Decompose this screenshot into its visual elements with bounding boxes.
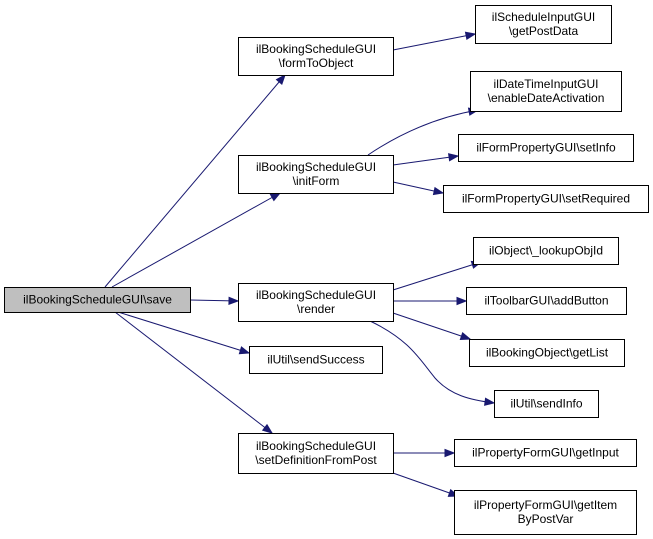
arrow-head <box>432 186 445 196</box>
node-box <box>238 155 394 194</box>
node-setRequired[interactable]: ilFormPropertyGUI\setRequired <box>443 185 649 213</box>
node-label: ilUtil\sendInfo <box>510 397 582 411</box>
arrow-head <box>269 192 282 202</box>
node-label: ilBookingScheduleGUI <box>256 288 376 302</box>
edge-line <box>392 261 482 291</box>
node-box <box>475 5 612 44</box>
node-label: \getPostData <box>509 24 579 38</box>
node-box <box>469 339 625 367</box>
node-getInput[interactable]: ilPropertyFormGUI\getInput <box>454 439 637 467</box>
node-sendInfo[interactable]: ilUtil\sendInfo <box>494 390 599 418</box>
node-box <box>4 287 191 313</box>
edge-layer <box>104 31 496 497</box>
node-label: ilBookingScheduleGUI <box>256 160 376 174</box>
node-label: ilFormPropertyGUI\setRequired <box>462 192 630 206</box>
node-box <box>466 287 627 315</box>
node-label: ilScheduleInputGUI <box>492 10 595 24</box>
edge-save-to-initForm <box>111 192 282 288</box>
node-box <box>238 433 394 474</box>
edge-save-to-setDefinitionFromPost <box>114 311 274 434</box>
node-label: \enableDateActivation <box>488 91 605 105</box>
node-initForm[interactable]: ilBookingScheduleGUI\initForm <box>238 155 394 194</box>
node-setInfo[interactable]: ilFormPropertyGUI\setInfo <box>458 134 634 162</box>
arrow-head <box>448 153 460 162</box>
node-label: ilUtil\sendSuccess <box>267 353 364 367</box>
node-label: ilBookingObject\getList <box>486 346 609 360</box>
arrow-head <box>459 331 472 340</box>
node-box <box>458 134 634 162</box>
node-label: ilBookingScheduleGUI\save <box>23 293 172 307</box>
arrow-head <box>484 397 496 406</box>
edge-line <box>392 472 459 497</box>
edge-line <box>369 320 495 404</box>
arrow-head <box>275 73 286 85</box>
node-box <box>454 490 637 535</box>
node-box <box>494 390 599 418</box>
node-addButton[interactable]: ilToolbarGUI\addButton <box>466 287 627 315</box>
edge-line <box>392 33 476 51</box>
node-box <box>238 283 394 322</box>
arrow-head <box>228 296 240 306</box>
node-setDefinitionFromPost[interactable]: ilBookingScheduleGUI\setDefinitionFromPo… <box>238 433 394 474</box>
edge-save-to-formToObject <box>104 73 286 288</box>
node-label: \render <box>297 302 335 316</box>
edge-line <box>104 74 286 288</box>
node-label: ilFormPropertyGUI\setInfo <box>476 141 616 155</box>
node-formToObject[interactable]: ilBookingScheduleGUI\formToObject <box>238 37 394 76</box>
arrow-head <box>456 296 468 306</box>
node-label: \setDefinitionFromPost <box>255 453 377 467</box>
node-box <box>470 71 622 112</box>
node-render[interactable]: ilBookingScheduleGUI\render <box>238 283 394 322</box>
node-label: ByPostVar <box>518 512 574 526</box>
edge-save-to-sendSuccess <box>117 311 251 355</box>
edge-line <box>392 312 471 340</box>
node-label: ilDateTimeInputGUI <box>494 77 599 91</box>
node-label: ilObject\_lookupObjId <box>489 244 603 258</box>
edge-setDefinitionFromPost-to-getItemByPostVar <box>392 472 460 497</box>
node-save[interactable]: ilBookingScheduleGUI\save <box>4 287 191 313</box>
edge-render-to-addButton <box>393 296 468 306</box>
arrow-head <box>261 423 274 434</box>
edge-initForm-to-setRequired <box>392 181 445 196</box>
edge-render-to-lookupObjId <box>392 260 483 291</box>
edge-line <box>367 109 479 156</box>
node-label: ilPropertyFormGUI\getInput <box>472 446 619 460</box>
node-box <box>454 439 637 467</box>
node-getList[interactable]: ilBookingObject\getList <box>469 339 625 367</box>
arrow-head <box>464 31 477 40</box>
node-label: ilBookingScheduleGUI <box>256 42 376 56</box>
node-lookupObjId[interactable]: ilObject\_lookupObjId <box>473 237 619 265</box>
edge-render-to-sendInfo <box>369 320 496 406</box>
node-label: ilBookingScheduleGUI <box>256 439 376 453</box>
edge-setDefinitionFromPost-to-getInput <box>393 448 456 458</box>
node-label: ilPropertyFormGUI\getItem <box>474 498 617 512</box>
edge-line <box>114 311 273 434</box>
node-label: ilToolbarGUI\addButton <box>484 294 608 308</box>
node-getPostData[interactable]: ilScheduleInputGUI\getPostData <box>475 5 612 44</box>
node-enableDateActivation[interactable]: ilDateTimeInputGUI\enableDateActivation <box>470 71 622 112</box>
node-box <box>249 346 383 374</box>
edge-line <box>392 155 459 166</box>
edge-initForm-to-setInfo <box>392 153 460 166</box>
node-box <box>473 237 619 265</box>
node-layer: ilBookingScheduleGUI\save ilBookingSchedu… <box>4 5 649 535</box>
node-box <box>238 37 394 76</box>
node-box <box>443 185 649 213</box>
node-label: \formToObject <box>279 56 354 70</box>
edge-line <box>111 192 281 288</box>
edge-render-to-getList <box>392 312 472 340</box>
node-label: \initForm <box>293 174 340 188</box>
edge-line <box>117 311 250 354</box>
node-sendSuccess[interactable]: ilUtil\sendSuccess <box>249 346 383 374</box>
arrow-head <box>444 448 456 458</box>
arrow-head <box>238 346 251 355</box>
edge-formToObject-to-getPostData <box>392 31 477 51</box>
edge-save-to-render <box>189 296 240 306</box>
